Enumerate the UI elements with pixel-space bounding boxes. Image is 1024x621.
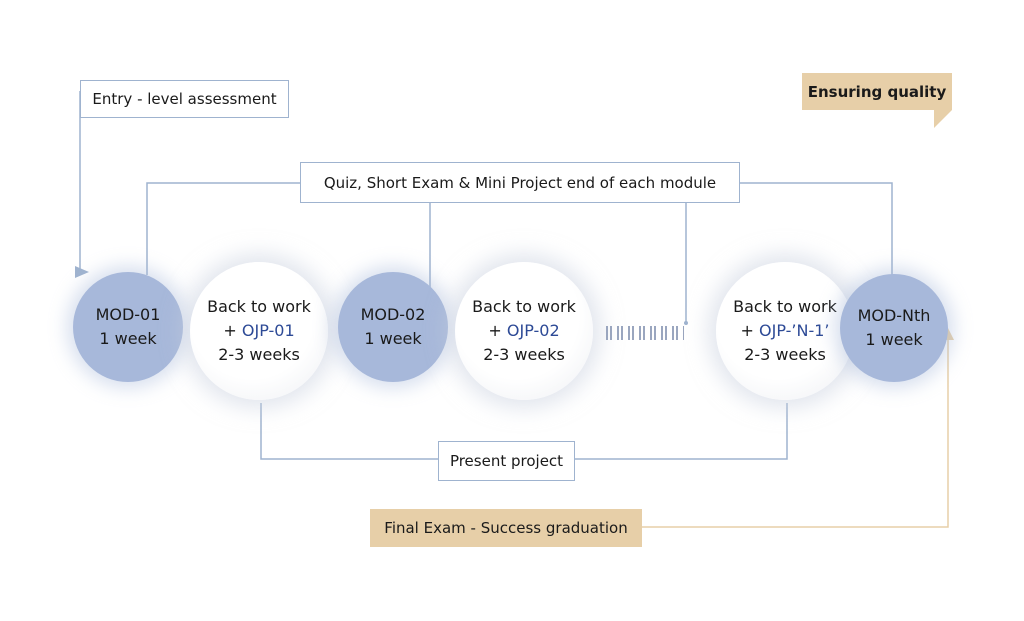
module-n-circle: MOD-Nth 1 week (840, 274, 948, 382)
final-exam-badge: Final Exam - Success graduation (370, 509, 642, 547)
work-phase-1-circle: Back to work + OJP-01 2-3 weeks (190, 262, 328, 400)
quiz-exam-label: Quiz, Short Exam & Mini Project end of e… (300, 162, 740, 203)
work-phase-n-title: Back to work (733, 297, 837, 316)
work-phase-2-ojp-line: + OJP-02 (488, 321, 560, 340)
work-phase-2-title: Back to work (472, 297, 576, 316)
present-project-label: Present project (438, 441, 575, 481)
module-2-duration: 1 week (364, 329, 422, 348)
ojp-n-label: OJP-’N-1’ (759, 321, 830, 340)
work-phase-n-ojp-line: + OJP-’N-1’ (740, 321, 830, 340)
ensuring-quality-badge: Ensuring quality (802, 73, 952, 110)
work-phase-2-duration: 2-3 weeks (483, 345, 565, 364)
work-phase-1-title: Back to work (207, 297, 311, 316)
work-phase-1-ojp-line: + OJP-01 (223, 321, 295, 340)
work-phase-n-duration: 2-3 weeks (744, 345, 826, 364)
work-phase-2-circle: Back to work + OJP-02 2-3 weeks (455, 262, 593, 400)
ojp-1-label: OJP-01 (241, 321, 295, 340)
module-1-circle: MOD-01 1 week (73, 272, 183, 382)
module-n-name: MOD-Nth (857, 306, 931, 325)
module-1-name: MOD-01 (95, 305, 161, 324)
module-2-name: MOD-02 (360, 305, 426, 324)
module-n-duration: 1 week (865, 330, 923, 349)
work-phase-1-duration: 2-3 weeks (218, 345, 300, 364)
ojp-2-label: OJP-02 (506, 321, 560, 340)
continuation-ellipsis (606, 326, 684, 340)
work-phase-n-circle: Back to work + OJP-’N-1’ 2-3 weeks (716, 262, 854, 400)
module-2-circle: MOD-02 1 week (338, 272, 448, 382)
entry-assessment-label: Entry - level assessment (80, 80, 289, 118)
module-1-duration: 1 week (99, 329, 157, 348)
